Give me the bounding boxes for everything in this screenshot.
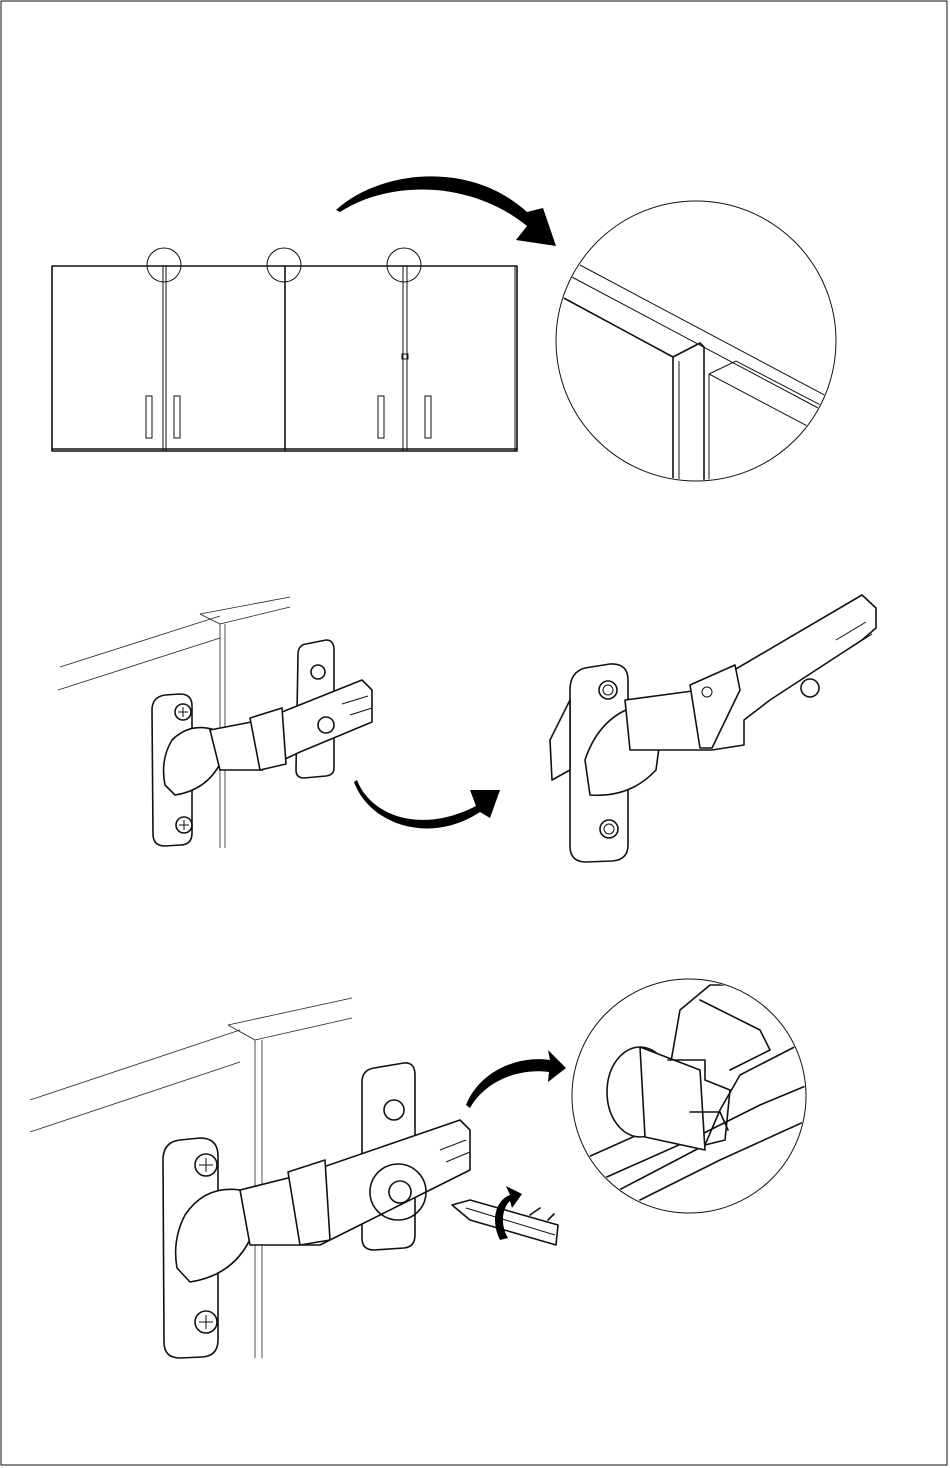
door-handle — [378, 396, 384, 438]
adjust-screw-icon — [801, 679, 819, 697]
detail-callout-circle — [387, 248, 421, 282]
hinge-mounted — [152, 640, 372, 846]
detail-callout-circle — [147, 248, 181, 282]
curved-arrow-icon — [466, 1050, 566, 1108]
curved-arrow-icon — [336, 176, 556, 246]
curved-arrow-icon — [354, 780, 500, 828]
door-handle — [146, 396, 152, 438]
cabinet-front — [52, 248, 517, 451]
hinge-mounted-large — [163, 1063, 470, 1358]
detail-magnifier-screw — [570, 979, 808, 1213]
door-handle — [174, 396, 180, 438]
panel-screw-tighten — [30, 979, 808, 1358]
panel-hinge-adjust — [58, 595, 876, 862]
panel-align-doors — [52, 176, 836, 481]
hinge-closeup — [550, 595, 876, 862]
detail-callout-circle — [267, 248, 301, 282]
detail-magnifier-top-corner — [556, 201, 836, 481]
door-handle — [425, 396, 431, 438]
